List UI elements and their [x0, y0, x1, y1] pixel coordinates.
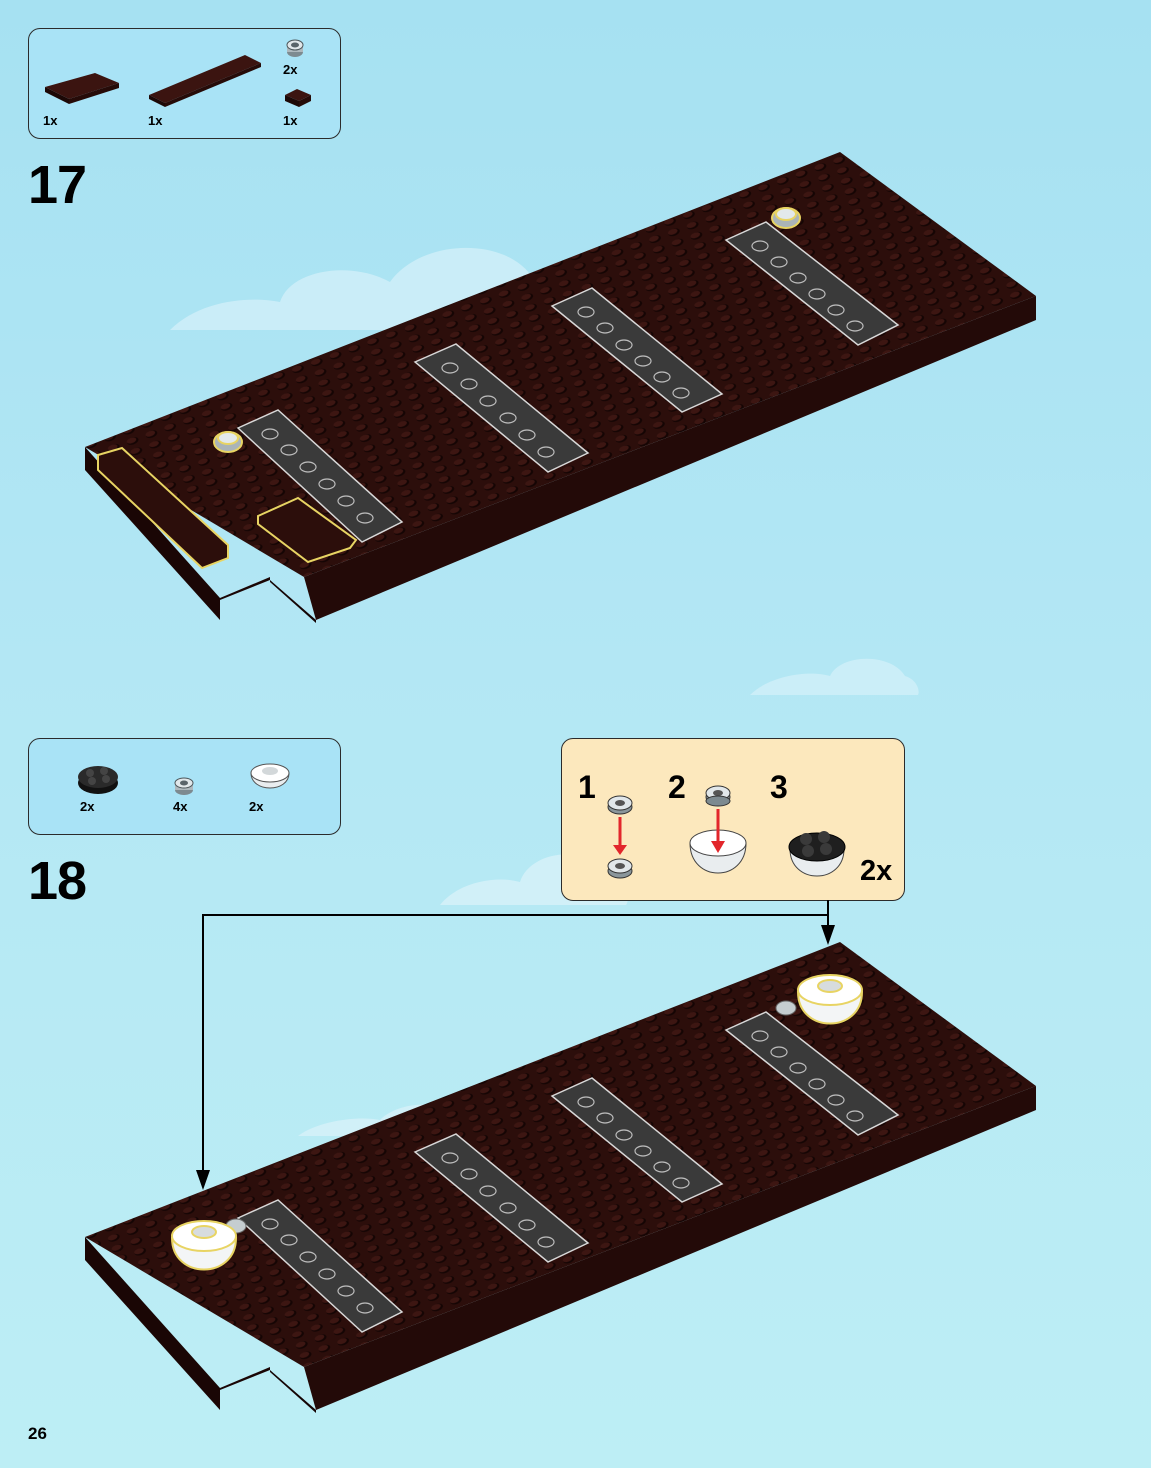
page-number: 26	[28, 1424, 47, 1444]
step-18-baseplate-model	[80, 940, 1040, 1415]
